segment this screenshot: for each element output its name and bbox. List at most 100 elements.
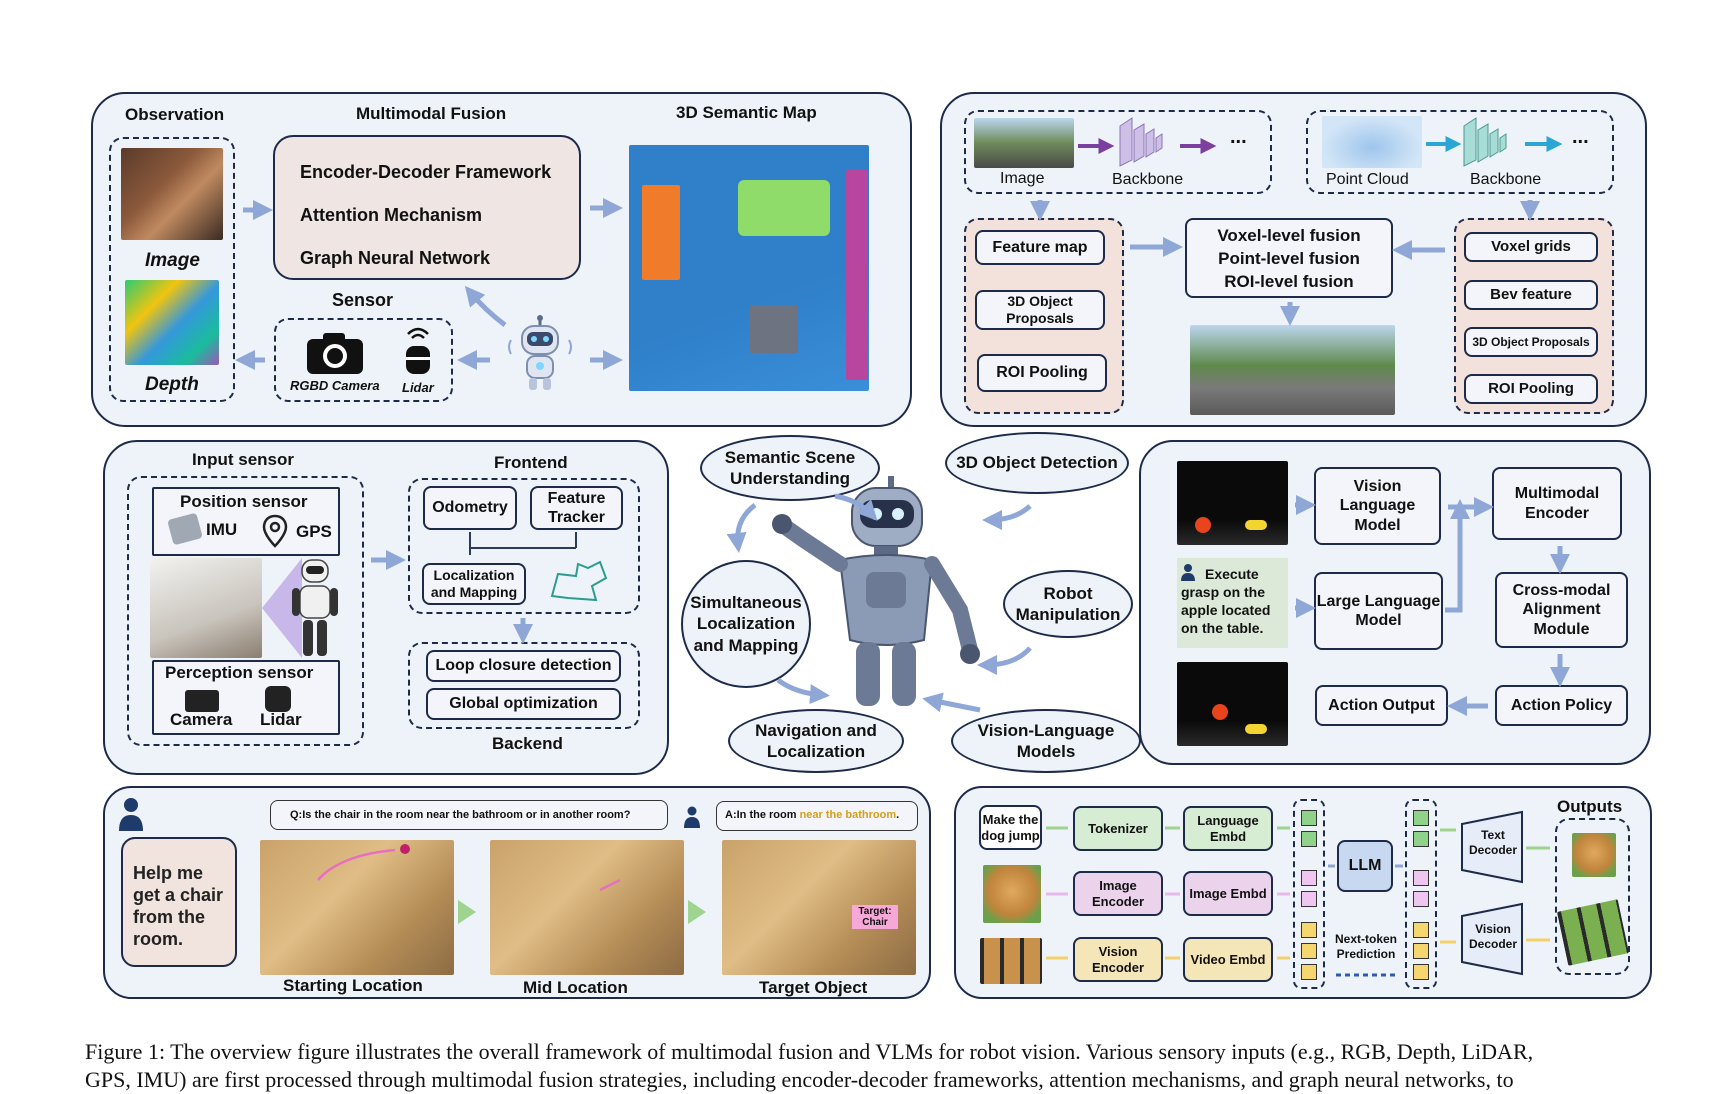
puppy-filmstrip <box>980 938 1042 984</box>
out-token-vid-1 <box>1413 922 1429 938</box>
fusion-box: Encoder-Decoder Framework Attention Mech… <box>273 135 581 280</box>
trajectory-map-icon <box>550 560 608 602</box>
backbone-icon-point <box>1463 117 1507 167</box>
token-vid-2 <box>1301 943 1317 959</box>
out-token-img-2 <box>1413 891 1429 907</box>
map-wall <box>846 170 868 380</box>
lidar-label-perception: Lidar <box>260 710 302 729</box>
camera-device-icon <box>185 690 219 712</box>
image-label: Image <box>145 250 200 271</box>
next-token-label: Next-token Prediction <box>1334 932 1397 961</box>
proposals-box-right: 3D Object Proposals <box>1464 327 1598 357</box>
floorplan-mid <box>490 840 684 975</box>
text-decoder-label: Text Decoder <box>1468 828 1518 857</box>
point-fusion-label: Point-level fusion <box>1218 249 1360 268</box>
llm-box: Large Language Model <box>1314 572 1443 650</box>
street-image <box>974 118 1074 168</box>
user-icon-instruction <box>1181 564 1195 581</box>
camera-label: Camera <box>170 710 233 729</box>
help-text: Help me get a chair from the room. <box>133 863 224 949</box>
sensor-title: Sensor <box>332 290 394 310</box>
caption-line-1: Figure 1: The overview figure illustrate… <box>85 1039 1534 1064</box>
voxel-fusion-label: Voxel-level fusion <box>1217 226 1361 245</box>
map-chair <box>750 305 798 353</box>
action-policy-box: Action Policy <box>1495 685 1628 726</box>
start-location-label: Starting Location <box>283 976 423 995</box>
room-image <box>121 148 223 240</box>
manipulation-ellipse: Robot Manipulation <box>1003 570 1133 638</box>
token-lang-2 <box>1301 831 1317 847</box>
apple-icon <box>1195 517 1211 533</box>
small-robot-icon <box>508 315 572 390</box>
perception-sensor-box <box>152 660 340 735</box>
output-token-column <box>1405 799 1437 989</box>
fusion-item-attention: Attention Mechanism <box>300 205 483 225</box>
navigation-ellipse: Navigation and Localization <box>728 709 904 773</box>
slam-ellipse: Simultaneous Localization and Mapping <box>681 560 811 688</box>
fusion-title: Multimodal Fusion <box>356 104 507 123</box>
lidar-device-icon <box>265 686 291 712</box>
target-object-label: Target Object <box>759 978 868 997</box>
image-embd-box: Image Embd <box>1183 871 1273 916</box>
gps-pin-icon <box>262 514 288 548</box>
out-token-vid-3 <box>1413 964 1429 980</box>
outputs-box <box>1555 818 1630 975</box>
output-puppy-image <box>1572 833 1616 877</box>
robot-arm-image-bottom <box>1177 662 1288 746</box>
alignment-module-box: Cross-modal Alignment Module <box>1495 572 1628 648</box>
backbone-icon-image <box>1119 117 1163 167</box>
answer-prefix: A:In the room <box>725 809 800 821</box>
global-opt-box: Global optimization <box>426 688 621 720</box>
map-sofa <box>738 180 830 236</box>
gps-label: GPS <box>296 522 332 541</box>
image-branch-label: Image <box>1000 170 1045 187</box>
answer-bubble <box>716 801 918 831</box>
floorplan-start <box>260 840 454 975</box>
frontend-box <box>408 478 640 614</box>
vision-decoder-label: Vision Decoder <box>1468 922 1518 951</box>
token-vid-1 <box>1301 922 1317 938</box>
feature-tracker-box: Feature Tracker <box>530 486 623 530</box>
help-bubble <box>121 837 237 967</box>
vision-encoder-box: Vision Encoder <box>1073 937 1163 982</box>
image-encoder-box: Image Encoder <box>1073 871 1163 916</box>
object-detection-ellipse: 3D Object Detection <box>945 432 1129 494</box>
input-sensor-box <box>127 476 364 746</box>
tokenizer-box: Tokenizer <box>1073 806 1163 851</box>
indoor-room-image <box>150 558 262 658</box>
answer-highlight: near the bathroom <box>799 809 897 821</box>
figure-caption: Figure 1: The overview figure illustrate… <box>85 1038 1655 1094</box>
feature-map-box: Feature map <box>975 230 1105 265</box>
target-chair-tag: Target: Chair <box>852 905 898 929</box>
position-sensor-label: Position sensor <box>180 492 308 511</box>
observation-title: Observation <box>125 105 225 124</box>
prompt-box: Make the dog jump <box>979 805 1042 850</box>
detection-result-image <box>1190 325 1395 415</box>
depth-image <box>125 280 219 365</box>
point-cloud-label: Point Cloud <box>1326 171 1409 188</box>
token-lang-1 <box>1301 810 1317 826</box>
action-output-box: Action Output <box>1315 685 1448 726</box>
puppy-image <box>983 865 1041 923</box>
fusion-item-gnn: Graph Neural Network <box>300 248 491 268</box>
imu-label: IMU <box>206 520 238 539</box>
odometry-box: Odometry <box>423 486 517 530</box>
robot-arm-image-top <box>1177 461 1288 545</box>
language-embd-box: Language Embd <box>1183 806 1273 851</box>
loop-closure-box: Loop closure detection <box>426 650 621 682</box>
image-branch-box <box>964 110 1272 194</box>
mid-location-label: Mid Location <box>523 978 628 997</box>
token-img-1 <box>1301 870 1317 886</box>
apple-icon-grasped <box>1212 704 1228 720</box>
fusion-levels-box: Voxel-level fusion Point-level fusion RO… <box>1185 218 1393 298</box>
lidar-label: Lidar <box>402 380 434 395</box>
map-title: 3D Semantic Map <box>676 103 817 122</box>
fusion-item-encoder-decoder: Encoder-Decoder Framework <box>300 162 552 182</box>
observation-box <box>109 137 235 402</box>
ellipsis-point: ... <box>1572 126 1589 148</box>
point-cloud-image <box>1322 116 1422 168</box>
backend-title: Backend <box>492 734 563 753</box>
proposals-box-left: 3D Object Proposals <box>975 290 1105 330</box>
camera-icon <box>307 333 363 374</box>
